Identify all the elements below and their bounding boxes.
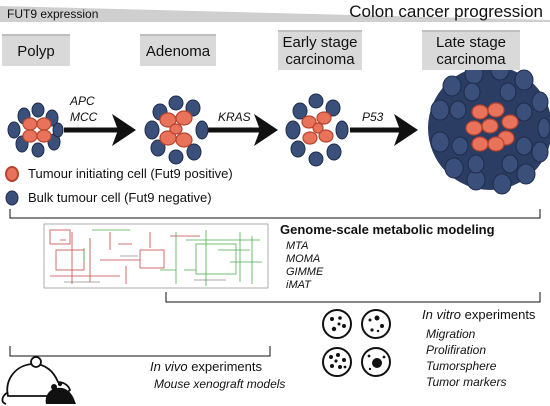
invivo-title-italic: In vivo — [150, 359, 188, 374]
stage-early-carcinoma-label: Early stage carcinoma — [282, 34, 358, 68]
legend-initiating-label: Tumour initiating cell (Fut9 positive) — [28, 166, 233, 181]
mouse-icon — [1, 356, 76, 405]
stage-polyp: Polyp — [2, 34, 70, 66]
early-carcinoma-cluster — [285, 93, 349, 167]
mouse-small — [45, 384, 76, 404]
late-carcinoma-cluster — [428, 59, 550, 195]
invivo-bracket — [9, 346, 271, 357]
petri-dish-2 — [361, 309, 391, 339]
stage-polyp-label: Polyp — [17, 42, 55, 60]
invitro-title-rest: experiments — [461, 307, 536, 322]
method-mta: MTA — [286, 240, 309, 252]
method-moma: MOMA — [286, 253, 321, 265]
arrow-kras — [208, 114, 278, 146]
legend-swatch-bulk — [5, 190, 19, 206]
brackets — [9, 209, 541, 357]
legend-bulk-label: Bulk tumour cell (Fut9 negative) — [28, 190, 212, 205]
transition-apc-mcc-label: APC MCC — [70, 94, 98, 124]
invitro-bracket — [165, 292, 541, 303]
invivo-title-rest: experiments — [187, 359, 262, 374]
stage-adenoma: Adenoma — [140, 34, 216, 66]
transition-kras-label: KRAS — [218, 110, 251, 124]
arrow-p53 — [350, 114, 418, 146]
method-gimme: GIMME — [286, 266, 324, 278]
modeling-methods: MTA MOMA GIMME iMAT — [286, 240, 323, 292]
stage-late-carcinoma-label: Late stage carcinoma — [435, 34, 507, 68]
invitro-item-tumorsphere: Tumorsphere — [426, 359, 497, 373]
transition-p53-label: P53 — [362, 110, 384, 124]
invitro-item-proliferation: Prolifiration — [426, 343, 487, 357]
petri-dish-4 — [361, 347, 391, 377]
invitro-item-tumor-markers: Tumor markers — [426, 375, 507, 389]
invivo-title: In vivo experiments — [150, 359, 262, 374]
legend-swatch-initiating — [5, 166, 19, 182]
method-imat: iMAT — [286, 279, 311, 291]
invitro-title-italic: In vitro — [422, 307, 462, 322]
invitro-items: Migration Prolifiration Tumorsphere Tumo… — [426, 326, 506, 390]
modeling-bracket — [9, 209, 541, 219]
adenoma-cluster — [144, 95, 209, 165]
polyp-cluster — [7, 102, 64, 158]
metabolic-map-thumbnail — [43, 223, 269, 289]
invitro-title: In vitro experiments — [422, 307, 535, 322]
stage-adenoma-label: Adenoma — [145, 42, 211, 60]
stage-late-carcinoma: Late stage carcinoma — [422, 30, 520, 70]
progression-label: Colon cancer progression — [349, 2, 543, 21]
petri-dish-3 — [322, 347, 352, 377]
invivo-subtitle: Mouse xenograft models — [154, 377, 286, 391]
petri-dish-1 — [322, 309, 352, 339]
fut9-gradient-wedge — [0, 6, 550, 22]
petri-dishes — [322, 309, 391, 377]
invitro-item-migration: Migration — [426, 327, 476, 341]
stage-early-carcinoma: Early stage carcinoma — [278, 30, 362, 70]
transition-arrows — [64, 114, 418, 146]
arrow-apc-mcc — [64, 114, 136, 146]
fut9-expression-label: FUT9 expression — [7, 7, 99, 21]
modeling-title: Genome-scale metabolic modeling — [280, 222, 495, 237]
